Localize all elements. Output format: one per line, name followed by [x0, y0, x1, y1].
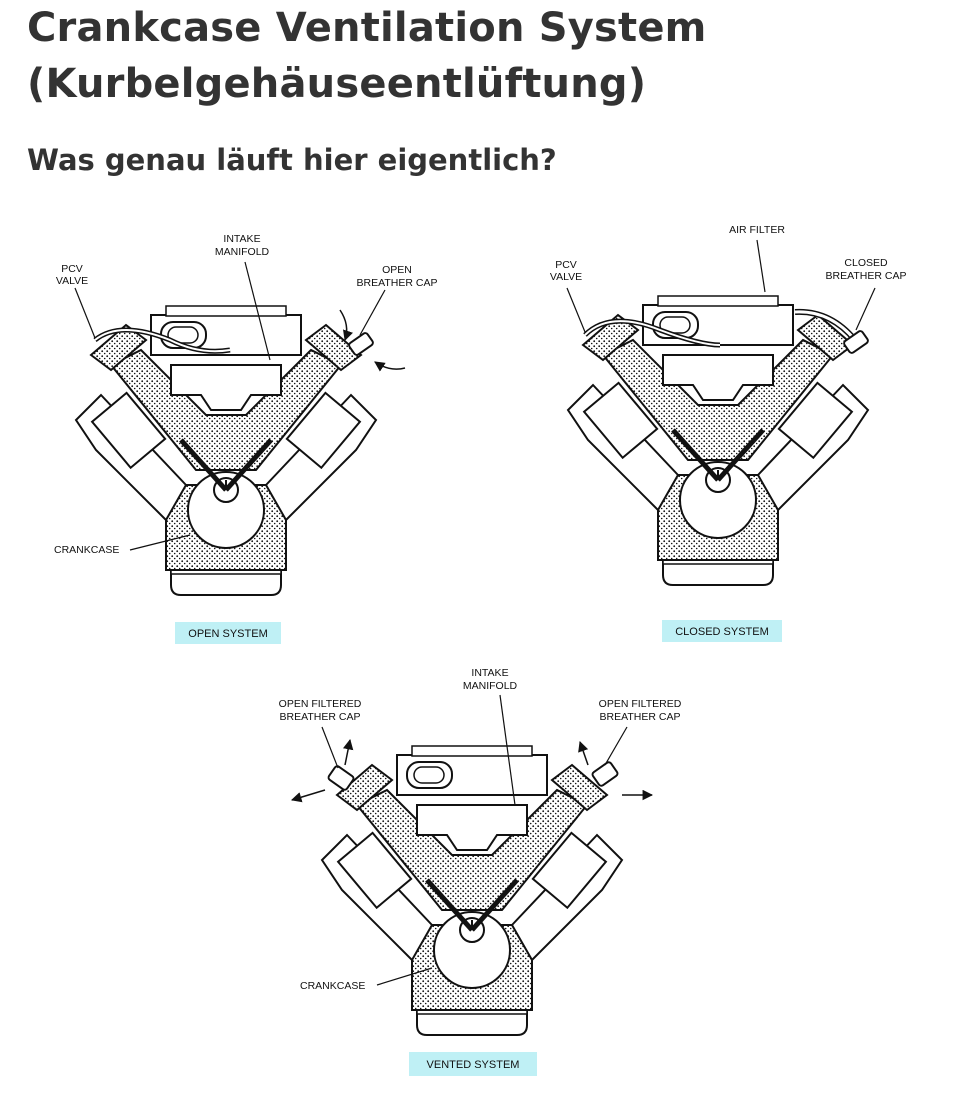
closed-caption-bg — [662, 620, 782, 642]
open-pcv-label-2: VALVE — [56, 275, 88, 287]
page-subtitle: Was genau läuft hier eigentlich? — [27, 143, 557, 177]
open-breather-label-1: OPEN — [382, 264, 412, 276]
vented-intake-label-2: MANIFOLD — [463, 680, 518, 692]
open-system-diagram: INTAKE MANIFOLD PCV VALVE OPEN BREATHER … — [54, 233, 437, 644]
vented-system-diagram: INTAKE MANIFOLD OPEN FILTERED BREATHER C… — [279, 667, 682, 1076]
title-line-2: (Kurbelgehäuseentlüftung) — [27, 61, 647, 107]
open-caption-bg — [175, 622, 281, 644]
closed-pcv-label-2: VALVE — [550, 271, 582, 283]
vented-left-cap-label-1: OPEN FILTERED — [279, 698, 362, 710]
closed-breather-label-2: BREATHER CAP — [826, 270, 907, 282]
page-title: Crankcase Ventilation System (Kurbelgehäu… — [27, 0, 707, 112]
closed-breather-label-1: CLOSED — [844, 257, 888, 269]
open-system-caption: OPEN SYSTEM — [188, 628, 267, 640]
vented-right-cap-label-1: OPEN FILTERED — [599, 698, 682, 710]
vented-left-cap-label-2: BREATHER CAP — [280, 711, 361, 723]
closed-system-diagram: AIR FILTER PCV VALVE CLOSED BREATHER CAP… — [550, 224, 907, 642]
vented-caption-bg — [409, 1052, 537, 1076]
title-line-1: Crankcase Ventilation System — [27, 5, 707, 51]
open-intake-label-1: INTAKE — [223, 233, 260, 245]
open-pcv-label-1: PCV — [61, 263, 83, 275]
closed-air-filter-label: AIR FILTER — [729, 224, 785, 236]
vented-system-caption: VENTED SYSTEM — [427, 1059, 520, 1071]
vented-intake-label-1: INTAKE — [471, 667, 508, 679]
open-intake-label-2: MANIFOLD — [215, 246, 270, 258]
vented-crankcase-label: CRANKCASE — [300, 980, 365, 992]
closed-pcv-label-1: PCV — [555, 259, 577, 271]
closed-system-caption: CLOSED SYSTEM — [675, 626, 769, 638]
vented-right-cap-label-2: BREATHER CAP — [600, 711, 681, 723]
open-crankcase-label: CRANKCASE — [54, 544, 119, 556]
open-breather-label-2: BREATHER CAP — [357, 277, 438, 289]
